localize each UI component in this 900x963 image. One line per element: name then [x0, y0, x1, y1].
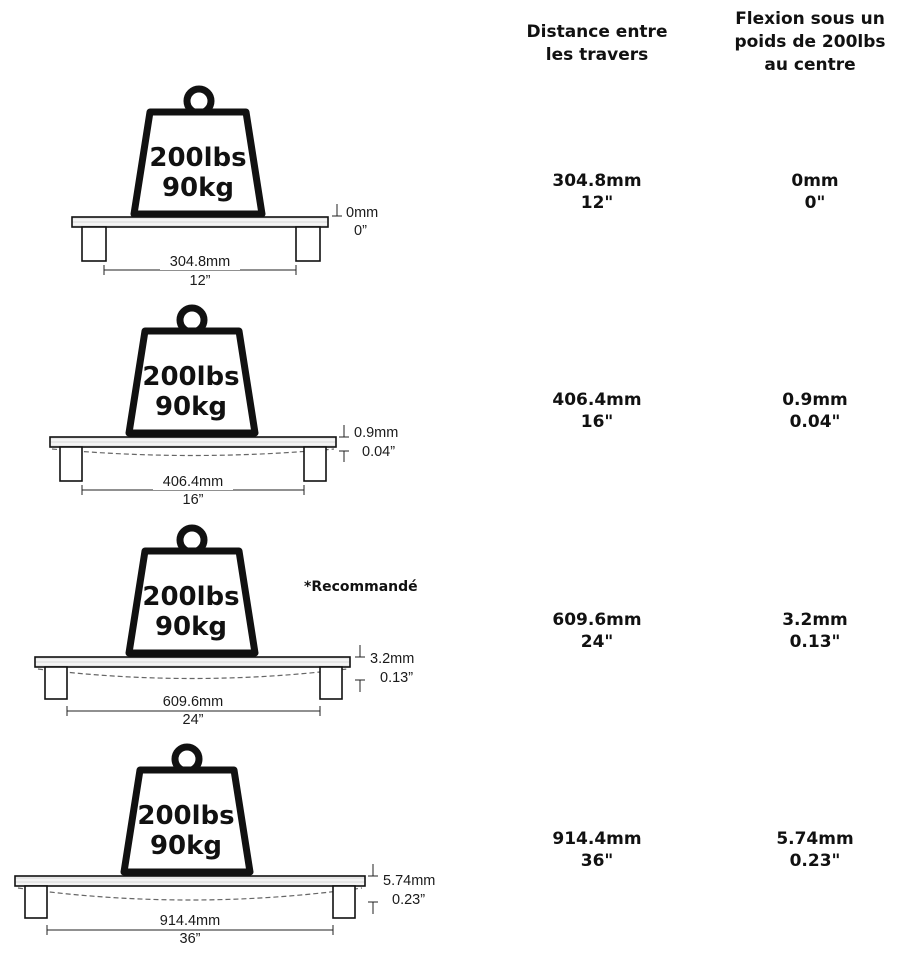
bend-curve — [37, 668, 348, 680]
support-left — [44, 666, 68, 700]
spacing-dimension-line — [66, 706, 321, 716]
deflection-in-label: 0.23” — [392, 892, 425, 908]
spacing-in-label: 36” — [180, 931, 201, 947]
board — [49, 436, 337, 448]
spacing-in-label: 24” — [183, 712, 204, 728]
recommended-label: *Recommandé — [304, 579, 418, 595]
deflection-marker — [368, 864, 378, 914]
support-left — [24, 885, 48, 919]
deflection-mm-label: 0.9mm — [354, 425, 398, 441]
board — [14, 875, 366, 887]
weight-icon: 200lbs 90kg — [120, 743, 254, 876]
weight-kg-label: 90kg — [155, 612, 227, 642]
deflection-marker — [355, 645, 365, 692]
deflection-in-label: 0.13” — [380, 670, 413, 686]
spacing-in-label: 12” — [190, 273, 211, 289]
weight-lbs-label: 200lbs — [142, 362, 239, 392]
weight-icon: 200lbs 90kg — [125, 304, 259, 437]
diagram-row-4: 200lbs 90kg 5.74mm 0.23” 914.4mm 36” — [14, 743, 435, 947]
weight-lbs-label: 200lbs — [142, 582, 239, 612]
spacing-mm-label: 609.6mm — [163, 694, 223, 710]
deflection-in-label: 0” — [354, 223, 367, 239]
deflection-mm-label: 5.74mm — [383, 873, 435, 889]
flexion-column-header: Flexion sous un poids de 200lbs au centr… — [734, 9, 886, 75]
weight-icon: 200lbs 90kg — [130, 85, 266, 218]
deflection-cell: 0.9mm 0.04" — [782, 390, 848, 432]
deflection-mm-label: 0mm — [346, 205, 378, 221]
spacing-cell: 914.4mm 36" — [552, 829, 642, 871]
board — [34, 656, 351, 668]
bend-curve — [17, 887, 363, 901]
deflection-marker — [332, 204, 342, 217]
spacing-cell: 406.4mm 16" — [552, 390, 642, 432]
distance-column-header: Distance entre les travers — [526, 22, 668, 65]
spacing-cell: 609.6mm 24" — [552, 610, 642, 652]
spacing-in-label: 16” — [183, 492, 204, 508]
deflection-cell: 5.74mm 0.23" — [776, 829, 854, 871]
weight-kg-label: 90kg — [150, 831, 222, 861]
spacing-mm-label: 914.4mm — [160, 913, 220, 929]
deflection-cell: 3.2mm 0.13" — [782, 610, 848, 652]
weight-lbs-label: 200lbs — [149, 143, 246, 173]
support-right — [332, 885, 356, 919]
spacing-mm-label: 304.8mm — [170, 254, 230, 270]
spacing-cell: 304.8mm 12" — [552, 171, 642, 213]
bend-curve — [51, 448, 335, 457]
spacing-mm-label: 406.4mm — [163, 474, 223, 490]
diagram-row-3: 200lbs 90kg *Recommandé 3.2mm 0.13” 609.… — [34, 524, 418, 728]
weight-kg-label: 90kg — [155, 392, 227, 422]
deflection-cell: 0mm 0" — [791, 171, 839, 213]
weight-kg-label: 90kg — [162, 173, 234, 203]
support-right — [319, 666, 343, 700]
board — [71, 216, 329, 228]
support-right — [295, 226, 321, 262]
support-left — [81, 226, 107, 262]
spacing-dimension-line — [46, 925, 334, 935]
deflection-in-label: 0.04” — [362, 444, 395, 460]
diagram-row-1: 200lbs 90kg 0mm 0” 304.8mm 12” — [71, 85, 378, 289]
support-left — [59, 446, 83, 482]
deflection-marker — [339, 425, 349, 462]
weight-icon: 200lbs 90kg — [125, 524, 259, 657]
weight-lbs-label: 200lbs — [137, 801, 234, 831]
support-right — [303, 446, 327, 482]
deflection-mm-label: 3.2mm — [370, 651, 414, 667]
diagram-row-2: 200lbs 90kg 0.9mm 0.04” 406.4mm 16” — [49, 304, 398, 508]
